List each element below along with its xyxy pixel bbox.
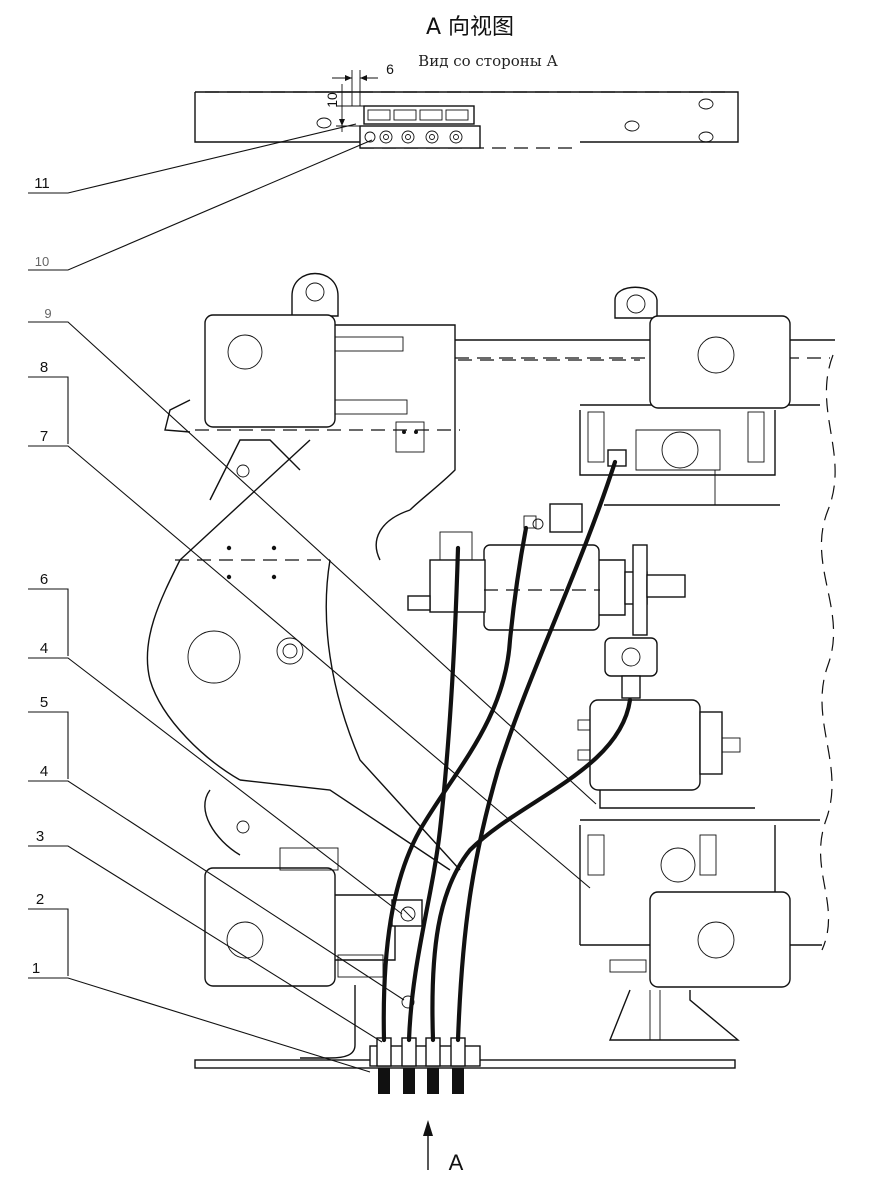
view-direction-arrow: A (423, 1120, 464, 1175)
hose-2 (406, 545, 461, 1043)
drawing-subtitle: Вид со стороны А (418, 52, 558, 70)
lift-arm (146, 359, 640, 871)
fitting-plate-top (359, 125, 481, 149)
svg-text:4: 4 (40, 763, 48, 780)
svg-text:4: 4 (40, 640, 48, 657)
right-upper-block (649, 315, 791, 409)
fitting-4 (450, 1037, 466, 1094)
svg-text:7: 7 (40, 428, 48, 445)
fitting-2 (401, 1037, 417, 1094)
right-upper-bracket (579, 410, 780, 506)
label-plates (363, 105, 475, 125)
callout-6: 6 (28, 571, 69, 656)
view-arrow-label: A (449, 1150, 464, 1175)
callout-2: 2 (28, 891, 69, 976)
fitting-3 (425, 1037, 441, 1094)
callout-9: 9 (28, 306, 597, 805)
hose-fittings (376, 1037, 466, 1094)
callout-7: 7 (28, 428, 591, 889)
callout-4b: 4 (28, 763, 405, 1001)
svg-text:6: 6 (40, 571, 48, 588)
callout-10: 10 (28, 139, 373, 271)
svg-text:11: 11 (34, 175, 50, 192)
right-lower-block (608, 891, 791, 1041)
callout-3: 3 (28, 828, 383, 1043)
svg-text:1: 1 (32, 960, 40, 977)
pump-assembly (577, 637, 755, 809)
callout-5: 5 (28, 694, 69, 779)
callout-1: 1 (28, 960, 371, 1073)
callouts: 11 10 9 8 7 6 4 5 (28, 123, 597, 1073)
svg-text:9: 9 (44, 306, 51, 321)
motor-assembly (407, 503, 686, 636)
dimension-horizontal: 6 (386, 61, 394, 77)
svg-text:2: 2 (36, 891, 44, 908)
callout-11: 11 (28, 123, 357, 194)
hose-1 (381, 525, 529, 1043)
svg-text:8: 8 (40, 359, 48, 376)
callout-4a: 4 (28, 640, 403, 915)
svg-text:10: 10 (35, 254, 49, 269)
svg-text:3: 3 (36, 828, 44, 845)
left-lower-block (204, 847, 396, 1059)
dimension-vertical: 10 (324, 92, 340, 108)
drawing-title: A 向视图 (426, 15, 514, 40)
main-frame (455, 286, 836, 1041)
svg-text:5: 5 (40, 694, 48, 711)
right-upper-lug (614, 286, 658, 319)
fitting-1 (376, 1037, 392, 1094)
right-lower-bracket (579, 825, 776, 945)
hose-3 (430, 697, 633, 1043)
view-a-detail: 6 10 (194, 61, 739, 149)
left-upper-block (164, 272, 456, 453)
hoses (381, 459, 633, 1043)
callout-8: 8 (28, 359, 69, 444)
hose-4 (455, 459, 618, 1043)
